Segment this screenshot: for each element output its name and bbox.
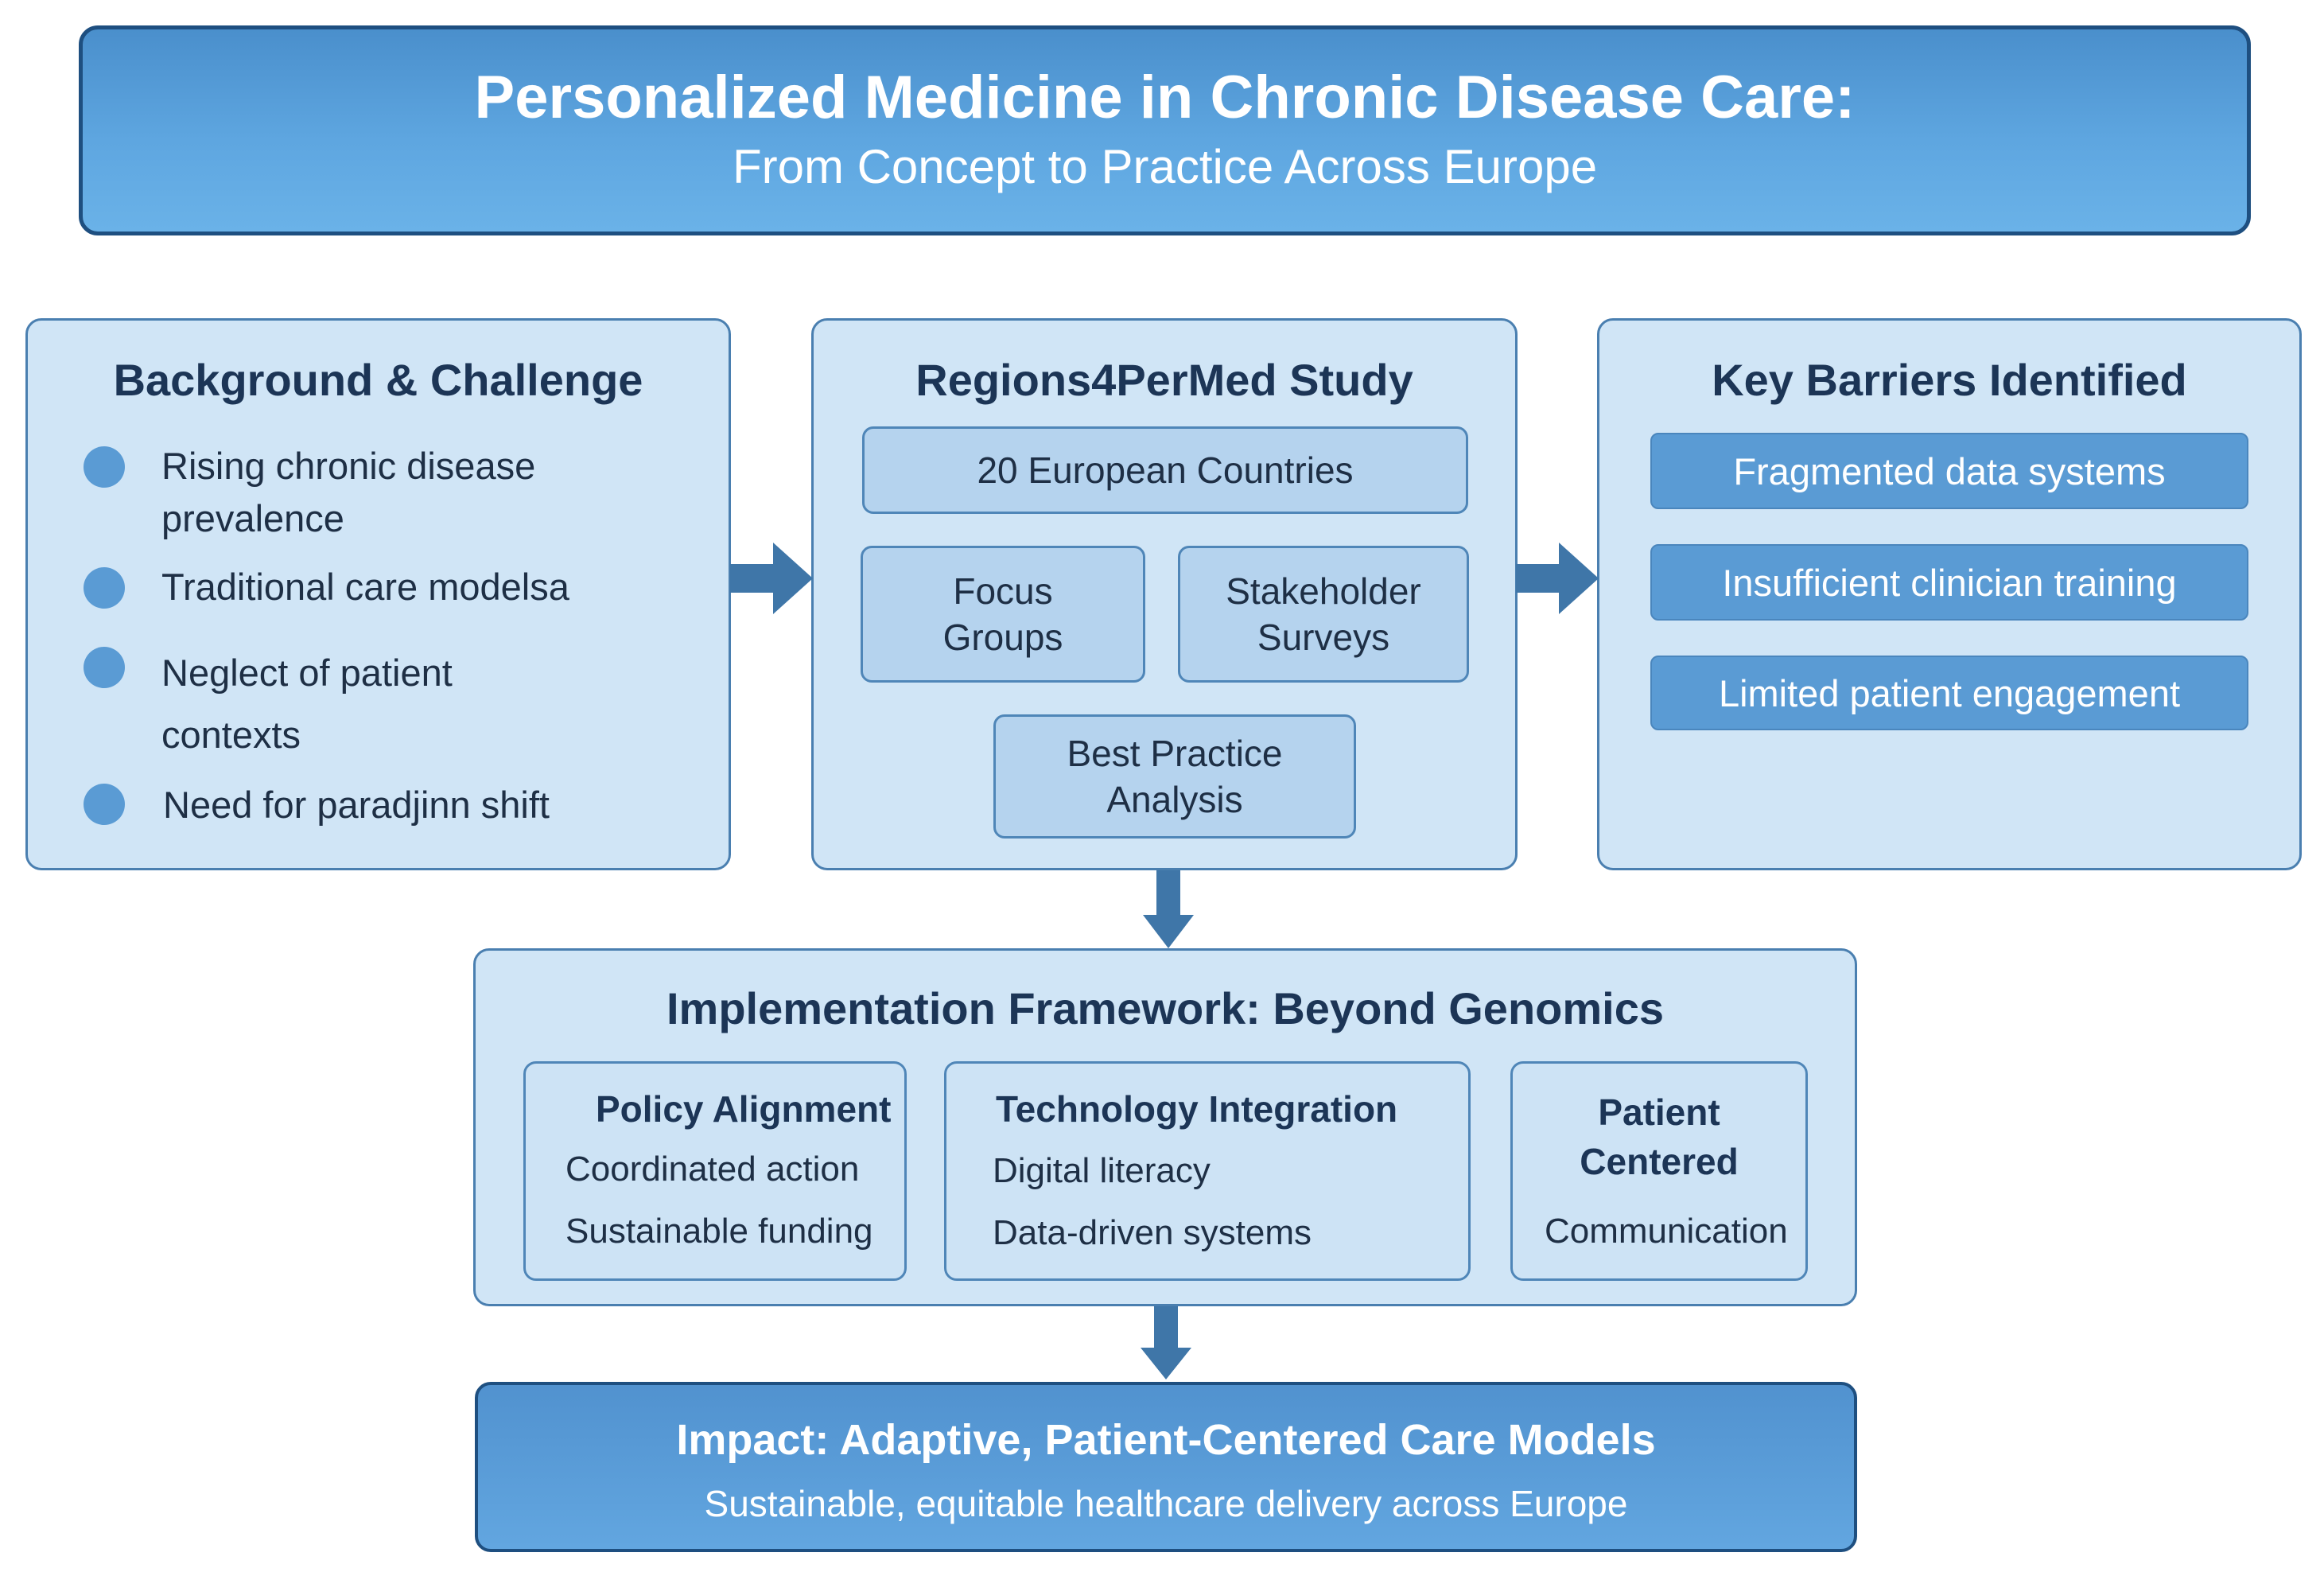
diagram-subtitle: From Concept to Practice Across Europe: [732, 139, 1598, 193]
barrier-item: Fragmented data systems: [1650, 433, 2248, 509]
background-heading: Background & Challenge: [113, 355, 643, 405]
technology-item: Data-driven systems: [993, 1213, 1312, 1252]
study-heading: Regions4PerMed Study: [915, 355, 1413, 405]
impact-heading: Impact: Adaptive, Patient-Centered Care …: [676, 1416, 1656, 1464]
background-item: Traditional care modelsa: [161, 566, 569, 608]
right-arrow-icon: [730, 543, 813, 614]
patient-heading: Patient Centered: [1580, 1091, 1739, 1182]
patient-item: Communication: [1545, 1212, 1788, 1251]
bullet-dot: [84, 567, 125, 609]
bullet-dot: [84, 446, 125, 488]
technology-heading: Technology Integration: [996, 1088, 1398, 1130]
impact-subtitle: Sustainable, equitable healthcare delive…: [704, 1483, 1628, 1524]
down-arrow-icon: [1143, 870, 1194, 948]
policy-item: Sustainable funding: [565, 1212, 873, 1251]
policy-item: Coordinated action: [565, 1150, 860, 1189]
policy-alignment-box: Policy Alignment Coordinated action Sust…: [523, 1061, 907, 1281]
title-banner: Personalized Medicine in Chronic Disease…: [79, 25, 2251, 235]
barrier-item: Limited patient engagement: [1650, 656, 2248, 730]
down-arrow-icon: [1141, 1305, 1191, 1379]
bullet-dot: [84, 647, 125, 688]
technology-integration-box: Technology Integration Digital literacy …: [944, 1061, 1471, 1281]
barriers-heading: Key Barriers Identified: [1712, 355, 2187, 405]
framework-heading: Implementation Framework: Beyond Genomic…: [666, 983, 1665, 1033]
patient-centered-box: Patient Centered Communication: [1510, 1061, 1808, 1281]
countries-box: 20 European Countries: [862, 426, 1468, 514]
technology-item: Digital literacy: [993, 1151, 1211, 1190]
diagram-title: Personalized Medicine in Chronic Disease…: [474, 64, 1856, 132]
right-arrow-icon: [1516, 543, 1599, 614]
barrier-item: Insufficient clinician training: [1650, 544, 2248, 621]
impact-banner: Impact: Adaptive, Patient-Centered Care …: [475, 1382, 1857, 1552]
background-item: Neglect of patient contexts: [161, 652, 453, 756]
background-item: Need for paradjinn shift: [163, 784, 550, 826]
policy-heading: Policy Alignment: [596, 1088, 892, 1130]
bullet-dot: [84, 784, 125, 825]
background-panel: Background & Challenge Rising chronic di…: [25, 318, 731, 870]
background-item: Rising chronic disease prevalence: [161, 445, 536, 539]
